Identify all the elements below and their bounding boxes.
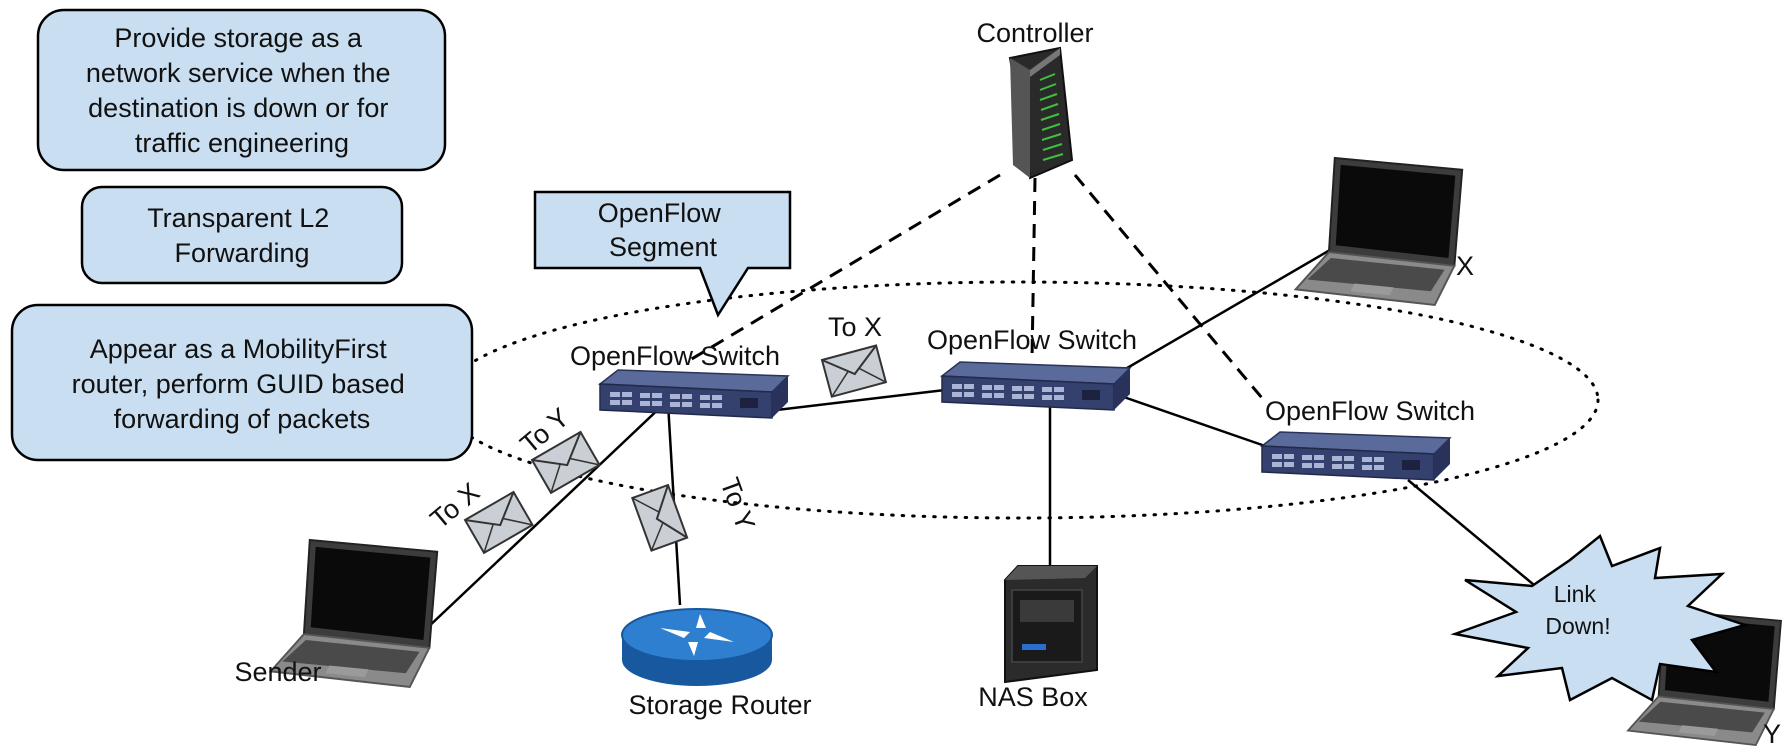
callout-storage-line-2: network service when the	[86, 58, 391, 88]
callout-l2-line-1: Transparent L2	[147, 203, 329, 233]
storage-router-label: Storage Router	[628, 690, 811, 720]
switch-right-label: OpenFlow Switch	[1265, 396, 1475, 426]
starburst-icon	[1450, 533, 1750, 702]
callout-storage-line-3: destination is down or for	[88, 93, 388, 123]
callout-segment-line-2: Segment	[609, 232, 718, 262]
envelope-icon	[821, 344, 887, 398]
callout-openflow-segment: OpenFlow Segment	[533, 190, 792, 318]
switch-left: OpenFlow Switch	[570, 341, 789, 419]
host-sender: Sender	[234, 539, 439, 688]
controller-label: Controller	[976, 18, 1093, 48]
network-switch-icon	[599, 369, 789, 419]
link-switch-left-switch-center	[759, 388, 946, 414]
svg-text:Appear as a MobilityFirst: Appear as a MobilityFirst router, perfor…	[72, 334, 413, 434]
callout-mf-line-1: Appear as a MobilityFirst	[90, 334, 388, 364]
host-y-label: Y	[1763, 719, 1781, 749]
links	[424, 248, 1649, 681]
controller-link-left	[689, 173, 1001, 362]
host-y: Y	[1627, 609, 1782, 749]
callout-l2-line-2: Forwarding	[174, 238, 309, 268]
callout-mf-line-3: forwarding of packets	[114, 404, 371, 434]
callout-mf-line-2: router, perform GUID based	[72, 369, 405, 399]
switch-right: OpenFlow Switch	[1261, 396, 1475, 481]
svg-text:Provide storage as a net: Provide storage as a network service whe…	[86, 23, 398, 158]
link-down-line-2: Down!	[1545, 613, 1610, 639]
packet-storage-to-y-label: To Y	[714, 474, 761, 535]
packet-storage-to-y: To Y	[631, 474, 761, 552]
link-switch-center-switch-right	[1117, 393, 1269, 449]
callout-mobilityfirst: Appear as a MobilityFirst router, perfor…	[10, 303, 474, 462]
callout-segment-line-1: OpenFlow	[598, 198, 722, 228]
packet-sender-to-x: To X	[425, 477, 534, 554]
packet-sender-to-y: To Y	[515, 402, 601, 494]
link-sender-switch-left	[424, 402, 666, 631]
laptop-icon	[1294, 157, 1464, 306]
svg-text:Transparent L2 Forwardin: Transparent L2 Forwarding	[147, 203, 337, 268]
nas-box-label: NAS Box	[978, 682, 1088, 712]
svg-text:Link Down!: Link Down!	[1545, 581, 1610, 639]
router-icon	[621, 608, 773, 686]
nas-box: NAS Box	[978, 565, 1098, 712]
callout-storage-line-1: Provide storage as a	[114, 23, 363, 53]
link-switch-center-host-x	[1114, 248, 1331, 377]
switch-center-label: OpenFlow Switch	[927, 325, 1137, 355]
switch-left-label: OpenFlow Switch	[570, 341, 780, 371]
switch-center: OpenFlow Switch	[927, 325, 1137, 411]
host-x-label: X	[1456, 251, 1474, 281]
controller-link-center	[1030, 177, 1037, 361]
network-switch-icon	[1261, 431, 1451, 481]
server-rack-icon	[1008, 46, 1074, 180]
storage-router: Storage Router	[621, 608, 812, 720]
envelope-icon	[631, 484, 689, 552]
controller: Controller	[976, 18, 1094, 180]
link-down-callout: Link Down!	[1450, 533, 1750, 702]
packet-switch-to-x: To X	[821, 312, 887, 398]
packet-switch-to-x-label: To X	[828, 312, 882, 342]
callout-l2-forwarding: Transparent L2 Forwarding	[80, 185, 404, 285]
host-x: X	[1294, 157, 1474, 306]
callout-storage-line-4: traffic engineering	[135, 128, 349, 158]
link-down-line-1: Link	[1554, 581, 1597, 607]
openflow-segment-boundary	[440, 280, 1600, 520]
network-switch-icon	[941, 361, 1131, 411]
svg-text:OpenFlow Segment: OpenFlow Segment	[598, 198, 729, 262]
nas-storage-icon	[1004, 565, 1098, 684]
sender-label: Sender	[234, 657, 321, 687]
callout-storage-service: Provide storage as a network service whe…	[36, 8, 447, 172]
